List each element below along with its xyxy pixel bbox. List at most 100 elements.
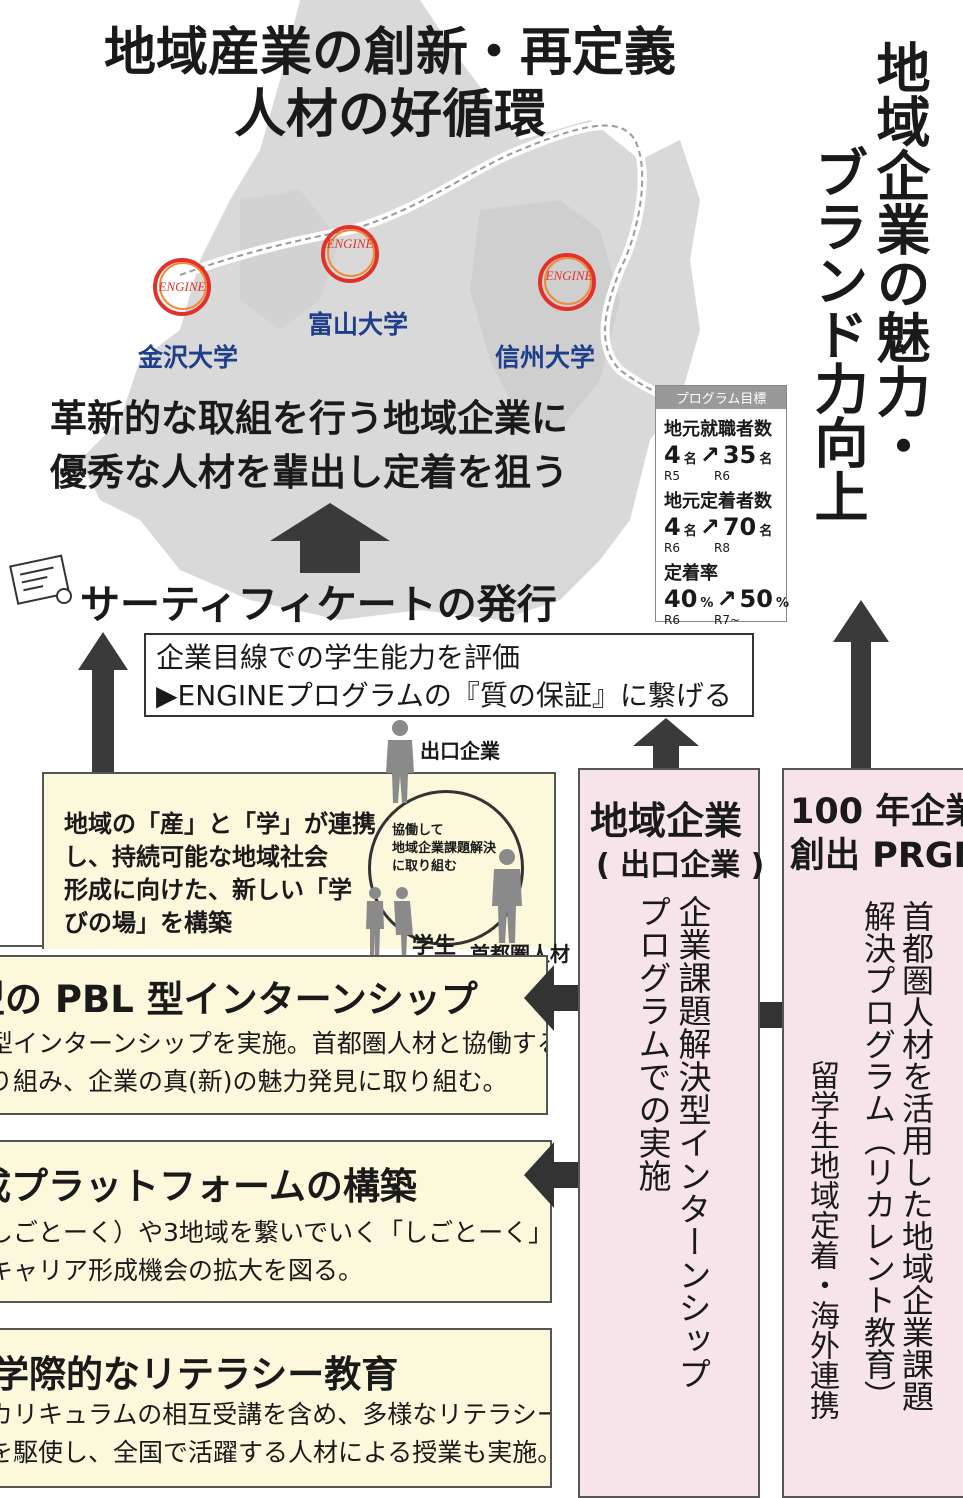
centennial-title-line2: 創出 PRGM <box>790 836 963 876</box>
learning-field-line3: 形成に向けた、新しい「学 <box>64 876 352 904</box>
learning-field-line1: 地域の「産」と「学」が連携 <box>64 810 376 838</box>
regional-company-body-col2: プログラムでの実施 <box>633 895 672 1192</box>
section-body-line2: キャリア形成機会の拡大を図る。 <box>0 1256 364 1285</box>
learning-field-line4: びの場」を構築 <box>64 909 232 937</box>
arrow-up-center <box>270 503 390 573</box>
evaluation-line1: 企業目線での学生能力を評価 <box>156 641 521 674</box>
goal-statement: 革新的な取組を行う地域企業に 優秀な人材を輩出し定着を狙う <box>50 392 568 500</box>
regional-company-title: 地域企業 <box>590 799 743 843</box>
section-body: 型インターンシップを実施。首都圏人材と協働する り組み、企業の真(新)の魅力発見… <box>0 1025 548 1101</box>
regional-company-body-col1: 企業課題解決型インターンシップ <box>673 895 712 1390</box>
goal-from: 4 <box>664 513 681 541</box>
goal-label: 定着率 <box>664 563 718 584</box>
section-title: 型の PBL 型インターンシップ <box>0 978 478 1021</box>
section-body-line1: しごとーく）や3地域を繋いでいく「しごとーく」を <box>0 1218 552 1247</box>
engine-logo-toyama: ENGINE <box>318 222 382 290</box>
main-title-line2: 人材の好循環 <box>233 85 546 145</box>
exit-company-person-icon <box>386 720 414 803</box>
main-title: 地域産業の創新・再定義 人材の好循環 <box>80 22 700 146</box>
centennial-company-box <box>782 768 963 1498</box>
divider <box>0 945 44 947</box>
engine-logo-icon: ENGINE <box>321 225 379 283</box>
section-body: カリキュラムの相互受講を含め、多様なリテラシー教 を駆使し、全国で活躍する人材に… <box>0 1396 552 1472</box>
section-body: しごとーく）や3地域を繋いでいく「しごとーく」を キャリア形成機会の拡大を図る。 <box>0 1214 552 1290</box>
certificate-title: サーティフィケートの発行 <box>80 582 557 628</box>
arrow-up-right-icon: ↗ <box>699 441 720 469</box>
engine-logo-shinshu: ENGINE <box>535 250 599 318</box>
arrow-up-left <box>78 632 128 792</box>
students-label: 学生 <box>412 934 457 959</box>
exit-company-label: 出口企業 <box>420 739 500 763</box>
learning-field-text: 地域の「産」と「学」が連携 し、持続可能な地域社会 形成に向けた、新しい「学 び… <box>64 808 376 940</box>
arrow-up-right-icon: ↗ <box>716 585 737 613</box>
goal-statement-line2: 優秀な人材を輩出し定着を狙う <box>50 451 568 494</box>
goal-to-unit: 名 <box>759 524 773 539</box>
goal-statement-line1: 革新的な取組を行う地域企業に <box>50 397 568 440</box>
engine-logo-text: ENGINE <box>158 279 206 294</box>
centennial-body-col2: 解決プログラム（リカレント教育） <box>859 900 897 1412</box>
section-literacy: 学際的なリテラシー教育 カリキュラムの相互受講を含め、多様なリテラシー教 を駆使… <box>0 1328 552 1488</box>
program-goals-header: プログラム目標 <box>656 386 786 409</box>
goal-item: 定着率 40% ↗ 50% R6 R7~ <box>664 559 789 627</box>
collaboration-circle <box>368 790 524 946</box>
goal-label: 地元定着者数 <box>664 491 772 512</box>
section-platform: 成プラットフォームの構築 しごとーく）や3地域を繋いでいく「しごとーく」を キャ… <box>0 1140 552 1303</box>
regional-company-box <box>578 768 760 1498</box>
slogan-col2: ブランド力向上 <box>805 145 868 523</box>
goal-label: 地元就職者数 <box>664 419 772 440</box>
collab-line1: 協働して <box>392 823 444 838</box>
arrow-up-right-icon: ↗ <box>699 513 720 541</box>
goal-to-year: R8 <box>714 541 730 555</box>
university-kanazawa: 金沢大学 <box>138 343 239 372</box>
centennial-title-line1: 100 年企業 <box>790 792 963 832</box>
goal-from-unit: 名 <box>683 524 697 539</box>
collaboration-text: 協働して 地域企業課題解決 に取り組む <box>392 822 496 876</box>
goal-from: 4 <box>664 441 681 469</box>
university-toyama: 富山大学 <box>308 310 409 339</box>
evaluation-line2: ▶ENGINEプログラムの『質の保証』に繋げる <box>156 679 732 712</box>
regional-company-subtitle: ( 出口企業 ) <box>596 848 765 883</box>
goal-from-year: R5 <box>664 469 680 483</box>
university-shinshu: 信州大学 <box>495 343 596 372</box>
section-title: 学際的なリテラシー教育 <box>0 1353 399 1396</box>
section-body-line1: 型インターンシップを実施。首都圏人材と協働する <box>0 1029 548 1058</box>
section-body-line2: り組み、企業の真(新)の魅力発見に取り組む。 <box>0 1067 508 1096</box>
capital-talent-person-icon <box>492 849 522 943</box>
evaluation-box: 企業目線での学生能力を評価 ▶ENGINEプログラムの『質の保証』に繋げる <box>144 633 754 717</box>
section-pbl-internship: 型の PBL 型インターンシップ 型インターンシップを実施。首都圏人材と協働する… <box>0 955 548 1115</box>
section-body-line1: カリキュラムの相互受講を含め、多様なリテラシー教 <box>0 1400 552 1429</box>
goal-to: 50 <box>739 585 773 613</box>
goal-to-unit: % <box>775 596 789 611</box>
goal-from-unit: 名 <box>683 452 697 467</box>
students-person-icon <box>366 887 413 960</box>
certificate-icon <box>9 554 72 605</box>
main-title-line1: 地域産業の創新・再定義 <box>103 23 676 83</box>
slogan-col1: 地域企業の魅力・ <box>867 40 930 472</box>
goal-to-year: R7~ <box>714 613 741 627</box>
goal-from: 40 <box>664 585 698 613</box>
engine-logo-text: ENGINE <box>326 236 374 251</box>
section-title: 成プラットフォームの構築 <box>0 1165 417 1208</box>
engine-logo-text: ENGINE <box>545 268 593 283</box>
goal-to: 35 <box>722 441 757 469</box>
centennial-body-col1: 首都圏人材を活用した地域企業課題 <box>897 900 935 1412</box>
collab-line2: 地域企業課題解決 <box>392 841 497 856</box>
engine-logo-kanazawa: ENGINE <box>150 255 214 323</box>
goal-from-year: R6 <box>664 541 680 555</box>
section-body-line2: を駆使し、全国で活躍する人材による授業も実施。 <box>0 1438 552 1467</box>
learning-field-line2: し、持続可能な地域社会 <box>64 843 328 871</box>
centennial-body-col3: 留学生地域定着・海外連携 <box>804 1060 839 1420</box>
collab-line3: に取り組む <box>392 859 458 874</box>
centennial-title: 100 年企業 創出 PRGM <box>790 790 963 878</box>
goal-to-year: R6 <box>714 469 730 483</box>
engine-logo-icon: ENGINE <box>153 258 211 316</box>
engine-logo-icon: ENGINE <box>538 253 596 311</box>
arrow-up-regional <box>633 718 699 773</box>
goal-from-unit: % <box>700 596 714 611</box>
arrow-up-right <box>833 600 889 772</box>
goal-from-year: R6 <box>664 613 680 627</box>
goal-to-unit: 名 <box>759 452 773 467</box>
